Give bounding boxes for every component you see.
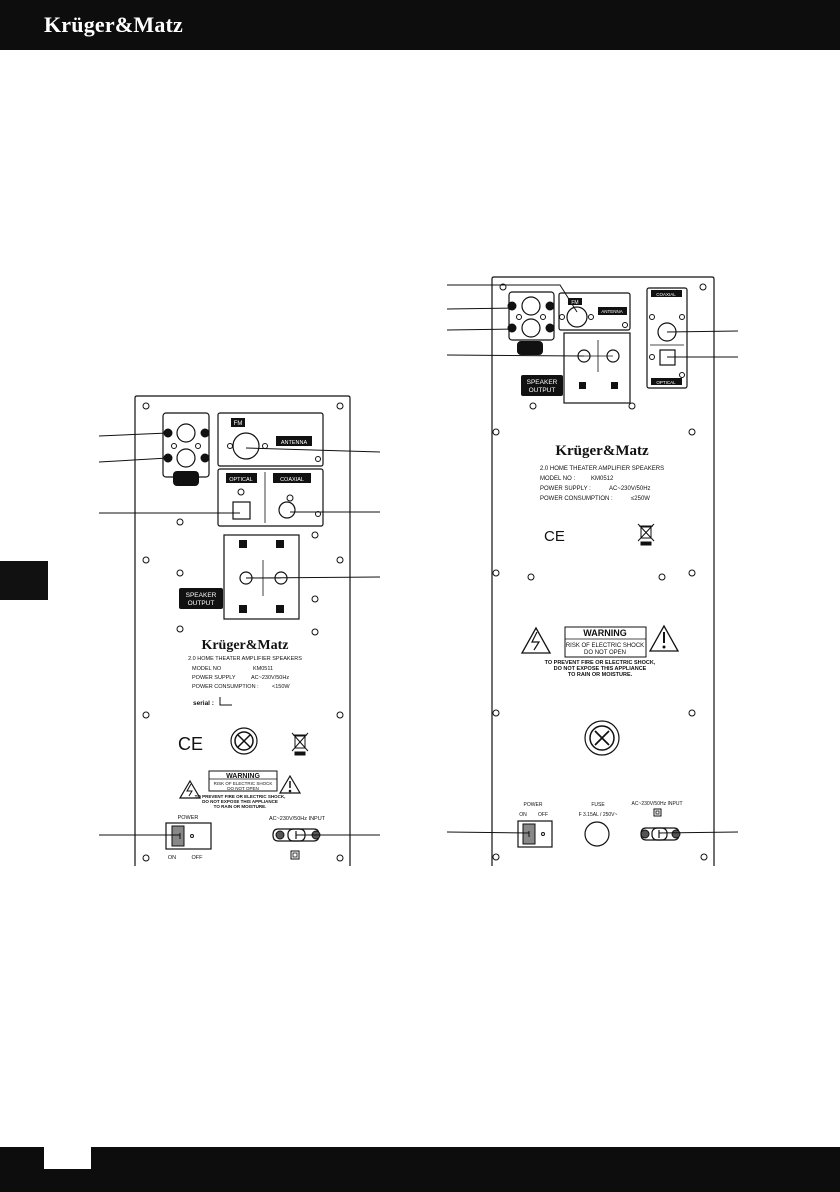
coaxial-label-left: COAXIAL [280,477,304,483]
section-tab [0,561,48,600]
warning-title-right: WARNING [583,628,627,638]
speaker-output-label-left-2: OUTPUT [188,600,215,607]
consumption-label-right: POWER CONSUMPTION : [540,496,613,502]
panel-brand-right: Krüger&Matz [555,443,649,459]
caution-line3-left: TO RAIN OR MOISTURE. [214,804,267,809]
product-name-right: 2.0 HOME THEATER AMPLIFIER SPEAKERS [540,466,664,472]
antenna-label-left: ANTENNA [281,440,308,446]
speaker-output-label-right-1: SPEAKER [527,379,558,386]
warning-line2-right: DO NOT OPEN [584,650,626,656]
brand-logo: Krüger&Matz [44,12,184,37]
optical-label-left: OPTICAL [229,477,253,483]
ac-input-label-left: AC~230V/50Hz INPUT [269,816,326,822]
header-bar: Krüger&Matz [0,0,840,50]
warning-line1-right: RISK OF ELECTRIC SHOCK [566,643,644,649]
left-rear-panel [134,395,351,866]
warning-title-left: WARNING [226,773,260,780]
model-label-left: MODEL NO [192,666,222,672]
panel-brand-left: Krüger&Matz [201,638,288,653]
off-label-right: OFF [538,812,548,818]
warning-line1-left: RISK OF ELECTRIC SHOCK [214,781,273,786]
caution-line1-right: TO PREVENT FIRE OR ELECTRIC SHOCK, [545,660,656,666]
speaker-output-label-left-1: SPEAKER [186,592,217,599]
model-value-right: KM0512 [591,476,614,482]
right-callouts [446,284,739,834]
supply-label-left: POWER SUPPLY [192,675,236,681]
ce-mark-right: CE [544,528,565,545]
caution-line2-left: DO NOT EXPOSE THIS APPLIANCE [202,799,278,804]
page-number-box [44,1147,91,1169]
power-label-right: POWER [524,802,543,808]
serial-label-left: serial : [193,700,214,707]
model-value-left: KM0511 [253,666,273,672]
caution-line3-right: TO RAIN OR MOISTURE. [568,672,633,678]
model-label-right: MODEL NO : [540,476,575,482]
off-label-left: OFF [192,855,204,861]
consumption-value-left: <150W [272,684,290,690]
power-label-left: POWER [178,815,199,821]
footer-bar [0,1147,840,1192]
weee-bin-icon [637,523,655,546]
fuse-rating-right: F 3.15AL / 250V~ [579,812,618,818]
optical-label-right: OPTICAL [656,380,676,385]
fuse-label-right: FUSE [591,802,605,808]
warning-line2-left: DO NOT OPEN [227,786,258,791]
speaker-output-label-right-2: OUTPUT [529,387,556,394]
on-label-left: ON [168,855,176,861]
product-name-left: 2.0 HOME THEATER AMPLIFIER SPEAKERS [188,656,302,662]
supply-label-right: POWER SUPPLY : [540,486,591,492]
caution-line2-right: DO NOT EXPOSE THIS APPLIANCE [554,666,647,672]
right-rear-panel [491,276,715,866]
left-callouts [98,432,381,836]
ce-mark-left: CE [178,734,203,754]
supply-value-right: AC~230V/50Hz [609,486,651,492]
fm-label-left: FM [234,421,243,427]
ac-input-label-right: AC~230V/50Hz INPUT [632,801,683,807]
antenna-label-right: ANTENNA [601,309,623,314]
consumption-label-left: POWER CONSUMPTION : [192,684,259,690]
weee-bin-icon [291,732,309,756]
on-label-right: ON [519,812,527,818]
consumption-value-right: ≤250W [631,496,650,502]
coaxial-label-right: COAXIAL [656,292,676,297]
caution-line1-left: TO PREVENT FIRE OR ELECTRIC SHOCK, [195,794,286,799]
supply-value-left: AC~230V/50Hz [251,675,289,681]
fm-label-right: FM [571,300,578,306]
